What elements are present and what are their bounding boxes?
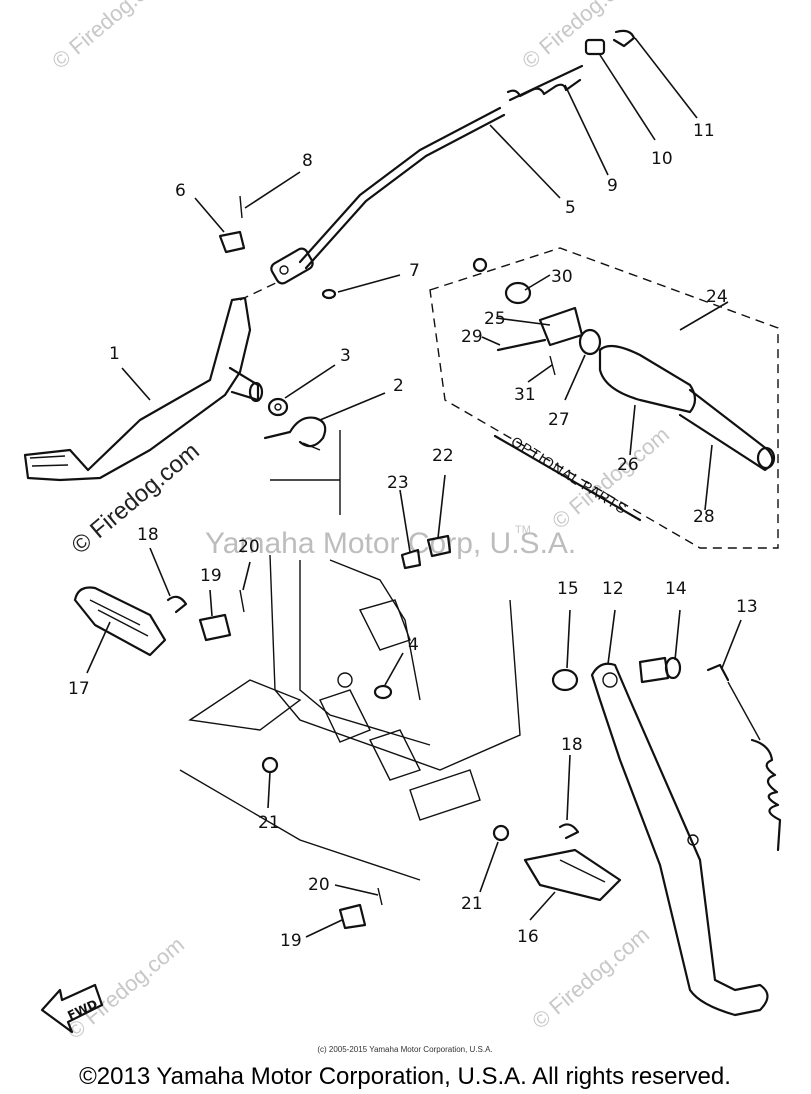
callout-25: 25 <box>484 309 506 329</box>
watermark-bottom-right: © Firedog.com <box>527 922 654 1034</box>
callout-6: 6 <box>175 181 186 201</box>
callout-22: 22 <box>432 446 454 466</box>
copyright-footer: ©2013 Yamaha Motor Corporation, U.S.A. A… <box>79 1063 731 1090</box>
frame-drawing <box>179 554 521 881</box>
watermark-firedog-dark: © Firedog.com <box>67 438 205 560</box>
footrest-drawing <box>73 534 622 930</box>
callout-11: 11 <box>693 121 715 141</box>
callout-24: 24 <box>706 287 728 307</box>
callout-29: 29 <box>461 327 483 347</box>
callout-26: 26 <box>617 455 639 475</box>
callout-28: 28 <box>693 507 715 527</box>
callout-7: 7 <box>409 261 420 281</box>
side-stand-drawing <box>551 656 782 1017</box>
callout-19-upper: 19 <box>200 566 222 586</box>
callout-13: 13 <box>736 597 758 617</box>
callout-23: 23 <box>387 473 409 493</box>
callout-2: 2 <box>393 376 404 396</box>
callout-21-right: 21 <box>461 894 483 914</box>
leader-lines <box>86 37 742 938</box>
watermark-top-left: © Firedog.com <box>47 0 174 74</box>
watermark-trademark: TM <box>515 524 531 536</box>
callout-10: 10 <box>651 149 673 169</box>
callout-16: 16 <box>517 927 539 947</box>
callout-9: 9 <box>607 176 618 196</box>
washer-spring-drawing <box>263 397 341 515</box>
callout-12: 12 <box>602 579 624 599</box>
callout-21-left: 21 <box>258 813 280 833</box>
callout-18-upper: 18 <box>137 525 159 545</box>
callout-1: 1 <box>109 344 120 364</box>
callout-4: 4 <box>408 635 419 655</box>
callout-5: 5 <box>565 198 576 218</box>
callout-15: 15 <box>557 579 579 599</box>
callout-30: 30 <box>551 267 573 287</box>
callout-3: 3 <box>340 346 351 366</box>
callout-27: 27 <box>548 410 570 430</box>
callout-20-upper: 20 <box>238 537 260 557</box>
watermark-group: © Firedog.com © Firedog.com © Firedog.co… <box>47 0 674 1044</box>
pin-drawing <box>218 195 337 300</box>
callout-20-lower: 20 <box>308 875 330 895</box>
callout-14: 14 <box>665 579 687 599</box>
brake-pedal-drawing <box>23 281 279 482</box>
brake-rod-drawing <box>270 29 636 285</box>
watermark-top-right: © Firedog.com <box>517 0 644 74</box>
callout-17: 17 <box>68 679 90 699</box>
callout-8: 8 <box>302 151 313 171</box>
callout-31: 31 <box>514 385 536 405</box>
small-copyright: (c) 2005-2015 Yamaha Motor Corporation, … <box>317 1045 492 1054</box>
watermark-yamaha: Yamaha Motor Corp, U.S.A. <box>205 527 576 560</box>
callout-19-lower: 19 <box>280 931 302 951</box>
watermark-bottom-left: © Firedog.com <box>62 932 189 1044</box>
callout-numbers: 1 2 3 4 5 6 7 8 9 10 11 12 13 14 15 16 1… <box>68 121 758 951</box>
callout-18-lower: 18 <box>561 735 583 755</box>
